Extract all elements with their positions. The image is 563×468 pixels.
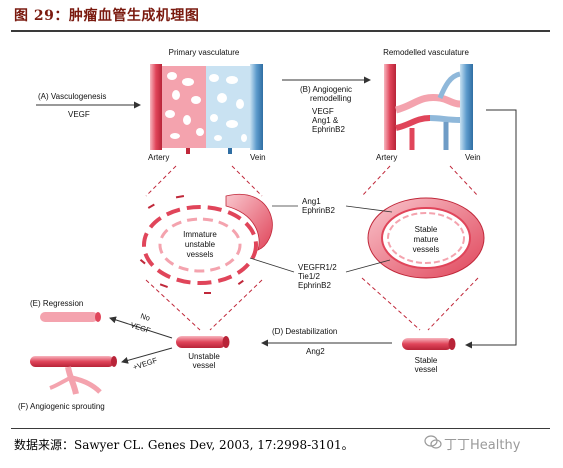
source-divider <box>11 428 550 429</box>
stable-line-3: vessels <box>413 245 440 254</box>
wechat-icon <box>424 435 442 449</box>
figure-title: 图 29：肿瘤血管生成机理图 <box>14 8 200 24</box>
step-d: (D) Destabilization Ang2 <box>261 327 392 356</box>
step-b: (B) Angiogenic remodelling VEGF Ang1 & E… <box>282 76 371 134</box>
angiogenic-sprouting: +VEGF (F) Angiogenic sprouting <box>18 347 173 411</box>
stable-line-2: mature <box>414 235 439 244</box>
stable-vessel-line-2: vessel <box>415 365 438 374</box>
primary-vein-label: Vein <box>250 153 266 162</box>
factor-tie: Tie1/2 <box>298 272 320 281</box>
remodelled-heading: Remodelled vasculature <box>383 48 469 57</box>
step-b-label-1: (B) Angiogenic <box>300 85 352 94</box>
watermark: 丁丁Healthy <box>444 438 521 453</box>
factor-ephrinb2-top: EphrinB2 <box>302 206 335 215</box>
step-b-factor-1: VEGF <box>312 107 334 116</box>
step-d-label: (D) Destabilization <box>272 327 337 336</box>
immature-line-3: vessels <box>187 250 214 259</box>
primary-vein-tube <box>250 64 263 150</box>
source-note: 数据来源：Sawyer CL. Genes Dev, 2003, 17:2998… <box>14 438 354 452</box>
no-vegf-line-1: No <box>139 311 151 323</box>
stable-vessels: Stable mature vessels <box>367 197 485 279</box>
sprouting-label: (F) Angiogenic sprouting <box>18 402 105 411</box>
middle-factors: Ang1 EphrinB2 VEGFR1/2 Tie1/2 EphrinB2 <box>249 197 393 290</box>
remodelled-artery-tube <box>384 64 396 150</box>
unstable-vessel-line-2: vessel <box>193 361 216 370</box>
regression: (E) Regression No VEGF <box>30 299 173 339</box>
regression-label: (E) Regression <box>30 299 83 308</box>
immature-line-2: unstable <box>185 240 216 249</box>
primary-vasculature: Primary vasculature Artery Vein <box>148 48 266 162</box>
step-a-label: (A) Vasculogenesis <box>38 92 106 101</box>
step-b-label-2: remodelling <box>310 94 351 103</box>
factor-vegfr: VEGFR1/2 <box>298 263 337 272</box>
primary-heading: Primary vasculature <box>169 48 240 57</box>
step-a: (A) Vasculogenesis VEGF <box>36 92 141 119</box>
step-b-factor-3: EphrinB2 <box>312 125 345 134</box>
factor-ephrinb2-bottom: EphrinB2 <box>298 281 331 290</box>
immature-vessels: Immature unstable vessels <box>139 194 258 294</box>
loop-arrow <box>465 109 517 349</box>
primary-artery-label: Artery <box>148 153 169 162</box>
remodelled-artery-label: Artery <box>376 153 397 162</box>
stable-vessel: Stable vessel <box>402 338 456 374</box>
remodelled-vasculature: Remodelled vasculature Artery Vein <box>376 48 481 162</box>
stable-vessel-line-1: Stable <box>415 356 438 365</box>
primary-artery-tube <box>150 64 162 150</box>
unstable-vessel: Unstable vessel <box>176 336 230 370</box>
factor-ang1: Ang1 <box>302 197 321 206</box>
step-b-factor-2: Ang1 & <box>312 116 339 125</box>
unstable-vessel-line-1: Unstable <box>188 352 220 361</box>
step-a-factor: VEGF <box>68 110 90 119</box>
step-d-factor: Ang2 <box>306 347 325 356</box>
remodelled-vein-label: Vein <box>465 153 481 162</box>
pericyte-sheet <box>225 193 273 251</box>
title-divider <box>11 30 550 32</box>
stable-line-1: Stable <box>415 225 438 234</box>
guide-lines <box>145 165 479 331</box>
immature-line-1: Immature <box>183 230 217 239</box>
remodelled-vein-tube <box>460 64 473 150</box>
